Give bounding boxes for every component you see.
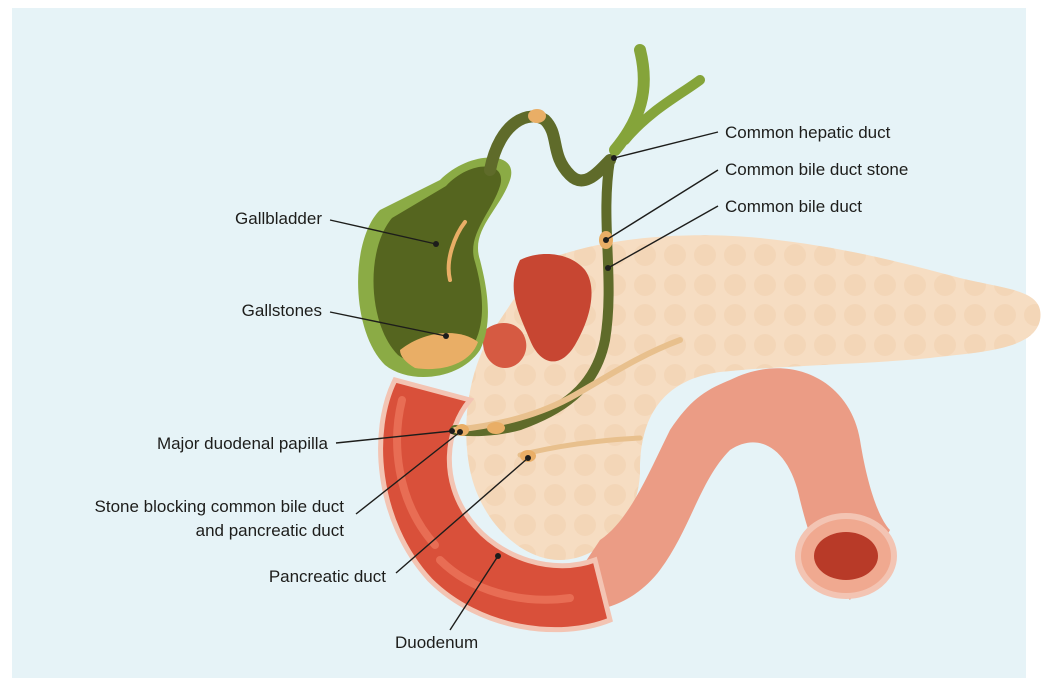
label-stone-blocking-line2: and pancreatic duct: [20, 520, 344, 541]
label-common-bile-duct: Common bile duct: [725, 196, 862, 217]
label-gallbladder: Gallbladder: [120, 208, 322, 229]
label-stone-blocking-line1: Stone blocking common bile duct: [20, 496, 344, 517]
label-common-hepatic-duct: Common hepatic duct: [725, 122, 890, 143]
label-duodenum: Duodenum: [395, 632, 478, 653]
label-gallstones: Gallstones: [120, 300, 322, 321]
leader-common-bile-duct-stone: [606, 170, 718, 240]
label-major-duodenal-papilla: Major duodenal papilla: [60, 433, 328, 454]
label-pancreatic-duct: Pancreatic duct: [140, 566, 386, 587]
label-common-bile-duct-stone: Common bile duct stone: [725, 159, 908, 180]
